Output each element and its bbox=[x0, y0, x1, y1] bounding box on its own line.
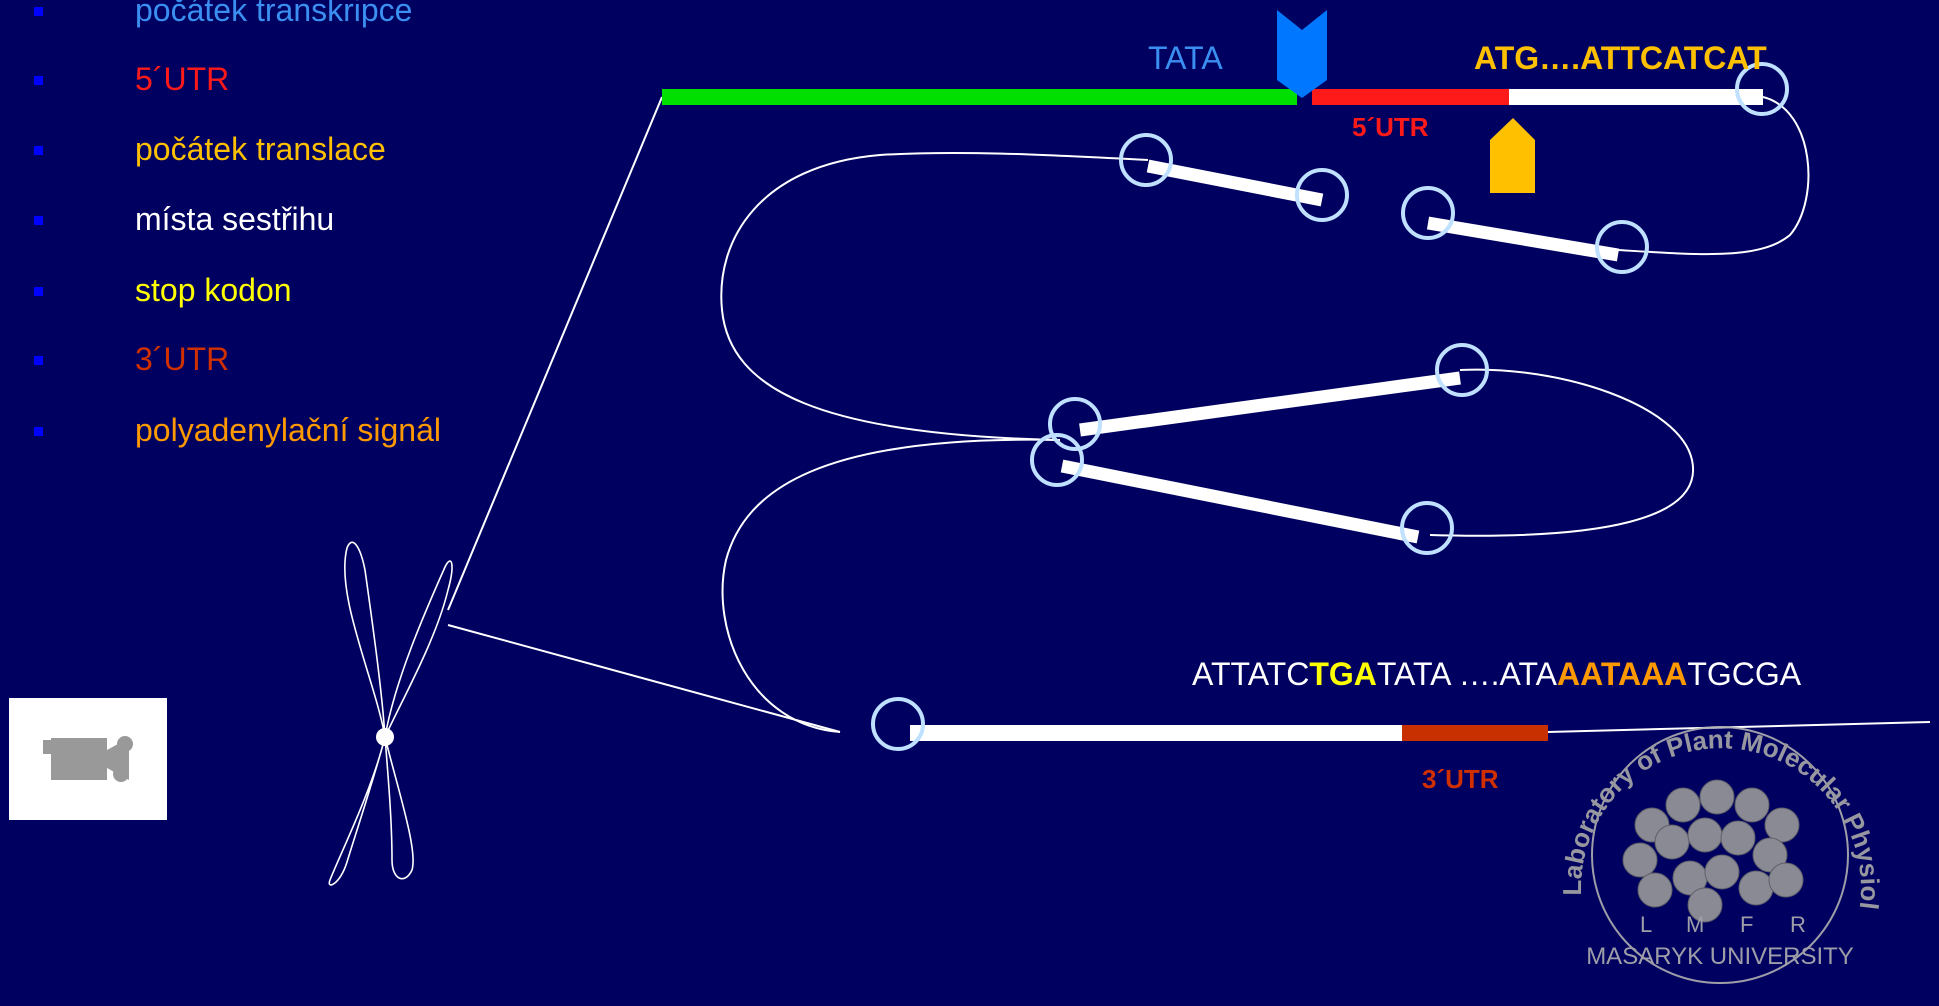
legend-label: počátek transkripce bbox=[135, 0, 413, 28]
sequence-text: ATTATCTGATATA ….ATAAATAAATGCGA bbox=[1192, 656, 1801, 693]
utr3-label: 3´UTR bbox=[1422, 764, 1499, 794]
splice-site-circle bbox=[1401, 186, 1455, 240]
splice-site-circle bbox=[1595, 220, 1649, 274]
polya-signal: AATAAA bbox=[1557, 656, 1688, 692]
utr3-region bbox=[1402, 725, 1548, 741]
stop-codon: TGA bbox=[1309, 656, 1377, 692]
legend-label: 5´UTR bbox=[135, 61, 230, 97]
splice-site-circle bbox=[1735, 62, 1789, 116]
seq-post: TGCGA bbox=[1687, 656, 1802, 692]
intron-line bbox=[720, 151, 1149, 441]
splice-site-circle bbox=[1030, 433, 1084, 487]
legend-item: počátek transkripce bbox=[0, 0, 600, 40]
legend-item: stop kodon bbox=[0, 270, 600, 320]
video-button[interactable] bbox=[9, 698, 167, 820]
bullet-icon bbox=[34, 7, 43, 16]
splice-site-circle bbox=[1400, 501, 1454, 555]
intron-line bbox=[1617, 96, 1810, 256]
seq-pre: ATTATC bbox=[1192, 656, 1310, 692]
downstream-line bbox=[1547, 721, 1931, 733]
tss-marker-icon bbox=[1277, 10, 1327, 98]
tata-label: TATA bbox=[1148, 40, 1223, 76]
legend-label: 3´UTR bbox=[135, 341, 230, 377]
centromere bbox=[376, 728, 394, 746]
legend-label: polyadenylační signál bbox=[135, 412, 441, 448]
exon-2 bbox=[1146, 159, 1324, 207]
splice-site-circle bbox=[1295, 168, 1349, 222]
exon-1 bbox=[1509, 89, 1763, 105]
bullet-icon bbox=[34, 427, 43, 436]
lab-logo: Laboratory of Plant Molecular Physiology… bbox=[0, 0, 1885, 984]
zoom-line-bottom bbox=[447, 624, 841, 733]
bullet-icon bbox=[34, 287, 43, 296]
atg-label: ATG….ATTCATCAT bbox=[1474, 40, 1767, 76]
bullet-icon bbox=[34, 76, 43, 85]
logo-letter: M bbox=[1686, 912, 1704, 937]
intron-line bbox=[721, 438, 1061, 733]
legend-label: stop kodon bbox=[135, 272, 292, 308]
splice-site-circle bbox=[1048, 397, 1102, 451]
splice-sites bbox=[871, 62, 1789, 751]
logo-cells-icon bbox=[1622, 779, 1804, 923]
bullet-icon bbox=[34, 146, 43, 155]
video-camera-icon bbox=[43, 736, 133, 782]
translation-start-marker-icon bbox=[1490, 118, 1535, 193]
splice-site-circle bbox=[1119, 133, 1173, 187]
logo-letter: R bbox=[1790, 912, 1806, 937]
splice-site-circle bbox=[871, 697, 925, 751]
zoom-line-top bbox=[447, 96, 663, 611]
legend-item: počátek translace bbox=[0, 129, 600, 179]
legend-item: 5´UTR bbox=[0, 59, 600, 109]
legend-label: místa sestřihu bbox=[135, 201, 335, 237]
logo-university: MASARYK UNIVERSITY bbox=[1586, 943, 1854, 970]
splice-site-circle bbox=[1435, 343, 1489, 397]
utr5-label: 5´UTR bbox=[1352, 112, 1429, 142]
legend-item: 3´UTR bbox=[0, 339, 600, 389]
logo-letter: F bbox=[1740, 912, 1753, 937]
utr5-region bbox=[1312, 89, 1509, 105]
legend-label: počátek translace bbox=[135, 131, 386, 167]
intron-line bbox=[1429, 368, 1695, 537]
promoter-region bbox=[662, 89, 1297, 105]
logo-arc-text: Laboratory of Plant Molecular Physiology bbox=[0, 0, 1885, 911]
bullet-icon bbox=[34, 356, 43, 365]
seq-mid: TATA ….ATA bbox=[1376, 656, 1558, 692]
logo-ring bbox=[1591, 726, 1849, 984]
exon-3 bbox=[1426, 216, 1620, 262]
chromosome-icon bbox=[328, 541, 453, 886]
logo-letter: L bbox=[1640, 912, 1652, 937]
legend-item: místa sestřihu bbox=[0, 199, 600, 249]
bullet-icon bbox=[34, 216, 43, 225]
exon-last bbox=[910, 725, 1402, 741]
legend-item: polyadenylační signál bbox=[0, 410, 600, 460]
exon-5 bbox=[1060, 459, 1420, 544]
exon-4 bbox=[1079, 371, 1461, 437]
